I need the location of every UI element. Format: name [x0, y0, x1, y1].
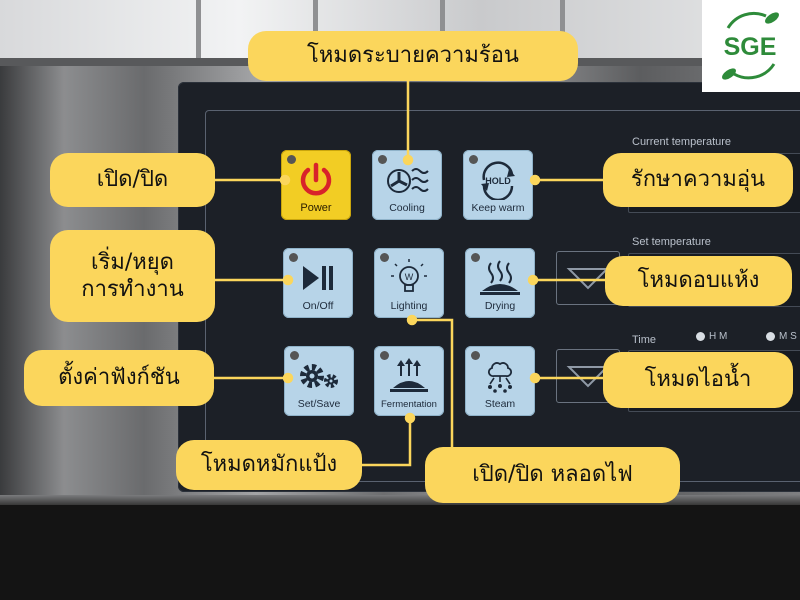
led-indicator: [378, 155, 387, 164]
lighting-button-label: Lighting: [390, 300, 428, 312]
power-button-label: Power: [300, 202, 332, 214]
set-save-button-label: Set/Save: [297, 398, 341, 410]
led-indicator: [380, 351, 389, 360]
keep-warm-button[interactable]: HOLD Keep warm: [463, 150, 533, 220]
cooling-button-label: Cooling: [389, 202, 425, 214]
led-indicator: [471, 253, 480, 262]
time-option-ms-label: M S: [779, 331, 797, 342]
drying-button-label: Drying: [484, 300, 516, 312]
on-off-button-label: On/Off: [302, 300, 334, 312]
callout-cooling: โหมดระบายความร้อน: [248, 31, 578, 81]
callout-power: เปิด/ปิด: [50, 153, 215, 207]
triangle-down-icon: [566, 366, 610, 388]
sge-logo-mark: SGE: [722, 11, 779, 80]
sge-logo: SGE: [702, 0, 800, 92]
callout-fermentation: โหมดหมักแป้ง: [176, 440, 362, 490]
fan-icon: [387, 168, 429, 193]
led-indicator: [289, 253, 298, 262]
oven-bottom: [0, 505, 800, 600]
current-temperature-label: Current temperature: [632, 136, 732, 148]
fermentation-button-label: Fermentation: [381, 399, 437, 410]
set-temperature-label: Set temperature: [632, 236, 711, 248]
play-pause-icon: [303, 266, 333, 290]
gears-icon: [300, 364, 338, 388]
on-off-button[interactable]: On/Off: [283, 248, 353, 318]
triangle-down-icon: [566, 268, 610, 290]
power-button[interactable]: Power: [281, 150, 351, 220]
led-indicator: [380, 253, 389, 262]
callout-start-stop: เริ่ม/หยุด การทำงาน: [50, 230, 215, 322]
radio-dot-icon: [766, 332, 775, 341]
lighting-button[interactable]: W Lighting: [374, 248, 444, 318]
led-indicator: [287, 155, 296, 164]
hold-icon: HOLD: [481, 161, 515, 200]
callout-settings: ตั้งค่าฟังก์ชัน: [24, 350, 214, 406]
fermentation-button[interactable]: Fermentation: [374, 346, 444, 416]
fermentation-icon: [390, 358, 428, 392]
callout-keep-warm: รักษาความอุ่น: [603, 153, 793, 207]
set-save-button[interactable]: Set/Save: [284, 346, 354, 416]
led-indicator: [290, 351, 299, 360]
callout-start-stop-line1: เริ่ม/หยุด: [91, 249, 174, 275]
callout-steam: โหมดไอน้ำ: [603, 352, 793, 408]
callout-drying: โหมดอบแห้ง: [605, 256, 792, 306]
steam-icon: [488, 362, 512, 393]
power-icon: [300, 162, 332, 196]
steam-button-label: Steam: [484, 398, 516, 410]
callout-start-stop-line2: การทำงาน: [81, 277, 184, 302]
steam-button[interactable]: Steam: [465, 346, 535, 416]
drying-button[interactable]: Drying: [465, 248, 535, 318]
drying-icon: [480, 260, 520, 295]
lightbulb-icon: W: [391, 259, 427, 292]
radio-dot-icon: [696, 332, 705, 341]
led-indicator: [471, 351, 480, 360]
time-option-hm-label: H M: [709, 331, 728, 342]
led-indicator: [469, 155, 478, 164]
lightbulb-icon-text: W: [405, 272, 414, 282]
sge-logo-text: SGE: [724, 33, 777, 61]
hold-icon-text: HOLD: [485, 176, 511, 186]
time-option-ms[interactable]: M S: [766, 331, 797, 342]
keep-warm-button-label: Keep warm: [471, 202, 525, 214]
callout-lighting: เปิด/ปิด หลอดไฟ: [425, 447, 680, 503]
time-option-hm[interactable]: H M: [696, 331, 727, 342]
time-label: Time: [632, 334, 657, 346]
